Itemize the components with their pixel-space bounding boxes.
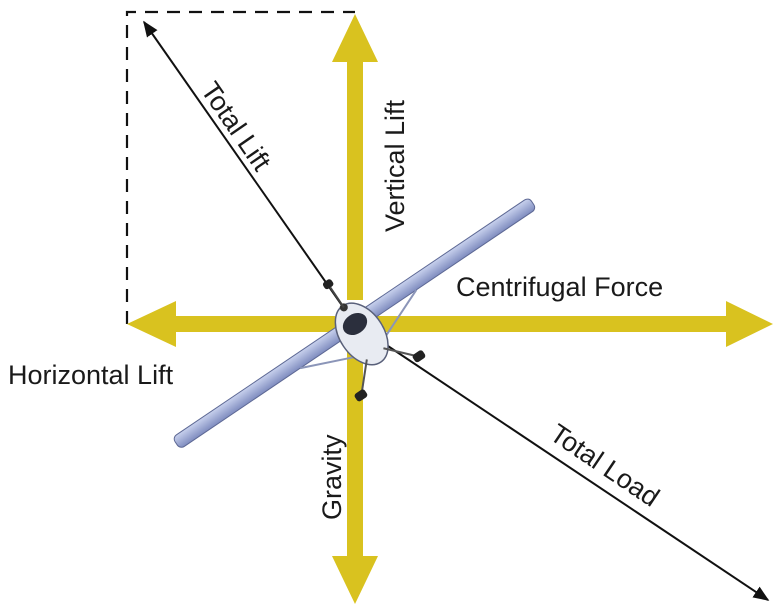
vertical-lift-label: Vertical Lift — [380, 99, 410, 232]
dashed-construction-lines — [125, 10, 355, 324]
centrifugal-force-arrow — [375, 301, 773, 347]
total-lift-label: Total Lift — [195, 76, 277, 176]
total-load-vector — [354, 323, 770, 601]
horizontal-lift-label: Horizontal Lift — [8, 360, 174, 390]
banking-airplane-icon — [173, 198, 536, 448]
horizontal-lift-arrow — [127, 301, 335, 347]
total-load-label: Total Load — [545, 418, 665, 513]
vertical-lift-arrow — [332, 14, 378, 300]
yellow-force-arrows — [127, 14, 773, 604]
gravity-arrow — [332, 340, 378, 604]
gravity-label: Gravity — [317, 434, 347, 520]
centrifugal-force-label: Centrifugal Force — [456, 272, 663, 302]
total-lift-vector — [143, 20, 356, 325]
